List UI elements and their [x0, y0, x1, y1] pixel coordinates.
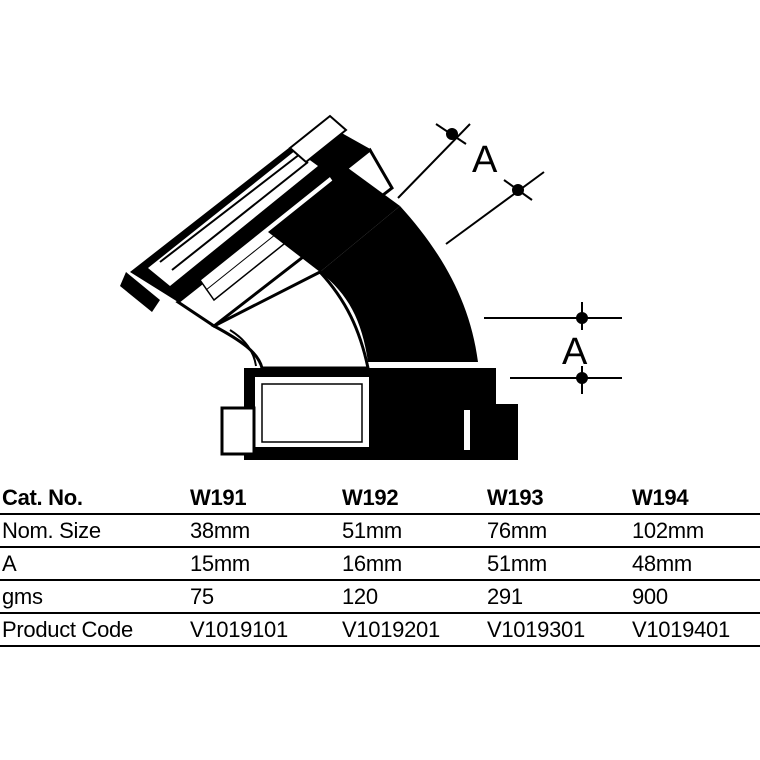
table-header-cell: W191 [188, 482, 340, 515]
table-cell: 48mm [630, 547, 760, 581]
table-cell: V1019101 [188, 613, 340, 647]
table-cell: 38mm [188, 514, 340, 548]
table-cell: 51mm [340, 514, 485, 548]
table-cell: V1019401 [630, 613, 760, 647]
table-cell: 16mm [340, 547, 485, 581]
table-cell: 102mm [630, 514, 760, 548]
table-header-cell: W194 [630, 482, 760, 515]
table-row-label: Product Code [0, 613, 188, 647]
dimension-label-top: A [472, 139, 498, 181]
table-cell: 75 [188, 580, 340, 614]
table-cell: 291 [485, 580, 630, 614]
table-cell: 15mm [188, 547, 340, 581]
table-cell: 51mm [485, 547, 630, 581]
dimension-lines-right [484, 302, 622, 394]
table-cell: V1019201 [340, 613, 485, 647]
table-header-cell: Cat. No. [0, 482, 188, 515]
table-cell: 900 [630, 580, 760, 614]
upper-nut-band [268, 168, 400, 272]
dimension-label-right: A [562, 331, 588, 373]
pipe-bend-drawing: A A [120, 114, 622, 460]
table-cell: V1019301 [485, 613, 630, 647]
lower-coupling [220, 368, 518, 460]
table-cell: 76mm [485, 514, 630, 548]
table-row-label: Nom. Size [0, 514, 188, 548]
table-header-cell: W193 [485, 482, 630, 515]
dimension-lines-top [397, 123, 545, 245]
table-row-label: gms [0, 580, 188, 614]
bend-body [320, 206, 478, 362]
table-cell: 120 [340, 580, 485, 614]
table-row-label: A [0, 547, 188, 581]
table-header-cell: W192 [340, 482, 485, 515]
upper-socket [120, 114, 372, 312]
